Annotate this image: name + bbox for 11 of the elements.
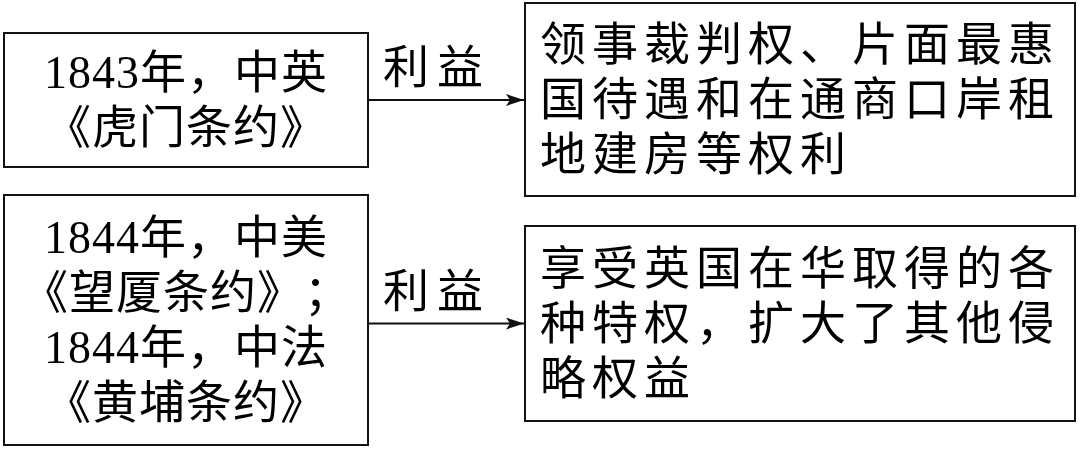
- node-text: 1844年，中法《黄埔条约》: [43, 321, 329, 430]
- text-box: [524, 225, 1076, 422]
- arrow: [369, 317, 524, 330]
- node-text: 1843年，中英《虎门条约》: [43, 46, 329, 155]
- node-text: 领事裁判权、片面最惠国待遇和在通商口岸租地建房等权利: [540, 18, 1061, 182]
- text-box: [3, 32, 369, 168]
- node-text: 享受英国在华取得的各种特权，扩大了其他侵略权益: [540, 242, 1061, 406]
- node-text: 1844年，中美《望厦条约》；: [20, 211, 352, 320]
- text-box: [3, 194, 369, 446]
- arrow: [369, 94, 524, 106]
- text-box: [524, 2, 1076, 197]
